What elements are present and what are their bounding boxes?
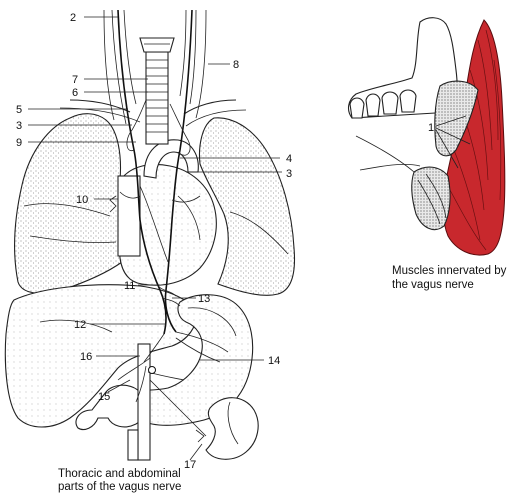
label-12: 12 (74, 319, 86, 331)
thoracic-abdominal-illustration: 2 8 7 6 5 3 9 4 3 10 11 13 12 16 14 15 1… (4, 9, 296, 493)
heart (118, 163, 217, 286)
label-15: 15 (98, 391, 110, 403)
label-10: 10 (76, 194, 88, 206)
label-3-upper: 3 (16, 120, 22, 132)
label-14: 14 (268, 355, 280, 367)
thoracic-caption-line2: parts of the vagus nerve (58, 481, 181, 493)
muscles-caption-line1: Muscles innervated by (392, 265, 507, 277)
label-6: 6 (72, 87, 78, 99)
mandible (347, 17, 458, 119)
right-lung (13, 113, 123, 294)
label-11: 11 (124, 280, 135, 292)
label-17: 17 (184, 459, 196, 471)
label-2: 2 (70, 12, 76, 24)
celiac-ganglion (148, 366, 156, 374)
muscle-fibres (449, 29, 502, 251)
label-9: 9 (16, 137, 22, 149)
label-4: 4 (286, 153, 292, 165)
pharyngeal-muscles-illustration: 1 Muscles innervated by the vagus nerve (347, 17, 507, 291)
label-5: 5 (16, 104, 22, 116)
left-lung (198, 117, 296, 296)
right-vagus-nerve (117, 9, 167, 335)
leader-lines (28, 16, 282, 461)
label-13: 13 (198, 293, 210, 305)
label-8: 8 (233, 59, 239, 71)
thoracic-caption-line1: Thoracic and abdominal (58, 468, 181, 480)
stylopharyngeus-muscle (434, 80, 479, 157)
figure-labels: 2 8 7 6 5 3 9 4 3 10 11 13 12 16 14 15 1… (16, 12, 292, 471)
label-1: 1 (428, 122, 434, 134)
label-3-lower: 3 (286, 168, 292, 180)
kidney (205, 397, 259, 460)
teeth (349, 89, 417, 119)
vena-cava (137, 343, 151, 461)
trachea (139, 37, 175, 145)
muscles-caption-line2: the vagus nerve (392, 279, 474, 291)
label-7: 7 (72, 74, 78, 86)
superior-vena-cava (117, 175, 141, 257)
label-16: 16 (80, 351, 92, 363)
left-vagus-nerve (164, 9, 193, 333)
